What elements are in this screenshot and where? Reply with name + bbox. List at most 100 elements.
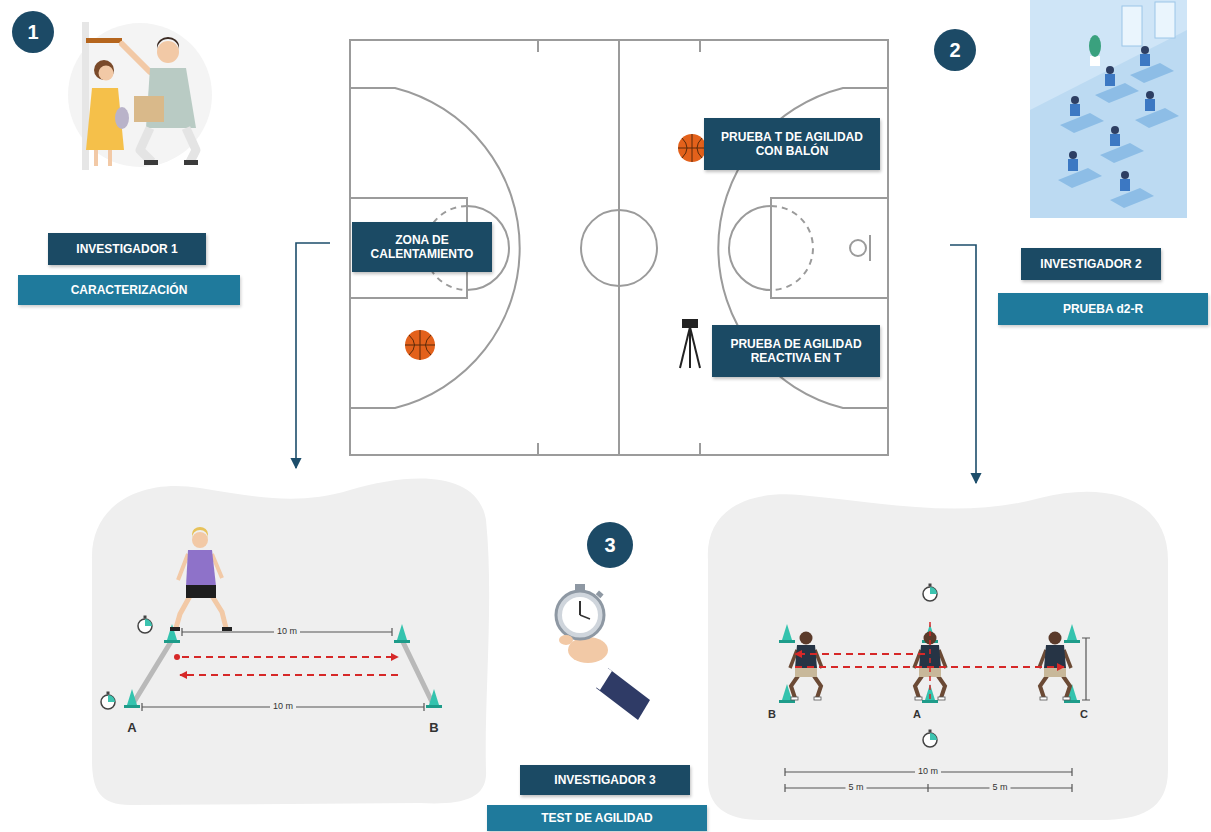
student-desk (1141, 46, 1149, 54)
student-desk (1106, 66, 1114, 74)
box-text: PRUEBA d2-R (1006, 302, 1200, 316)
dimension-label: 10 m (915, 767, 941, 777)
student-desk (1105, 74, 1115, 86)
tripod-camera (689, 327, 691, 368)
box-text: CARACTERIZACIÓN (26, 283, 232, 297)
zone-box: ZONA DE CALENTAMIENTO (352, 222, 492, 272)
reactive-t-test-panel (785, 768, 1072, 776)
height-measurement-illustration (94, 60, 114, 80)
stopwatch-illustration (556, 591, 604, 639)
basketball-court (850, 240, 866, 256)
basketball-court (350, 88, 520, 408)
classroom-illustration (1030, 30, 1187, 218)
student-desk (1069, 151, 1077, 159)
reactive-t-test-panel (1039, 632, 1071, 701)
role-box: INVESTIGADOR 1 (48, 233, 206, 265)
basketball (405, 330, 435, 360)
step-number: 2 (934, 29, 976, 71)
reactive-t-test-panel (790, 632, 822, 701)
height-measurement-illustration (68, 23, 212, 167)
height-measurement-illustration (68, 22, 212, 170)
box-text: PRUEBA T DE AGILIDAD CON BALÓN (712, 130, 872, 159)
basketball (405, 330, 435, 360)
box-text: TEST DE AGILIDAD (495, 811, 699, 825)
reactive-t-test-panel (708, 492, 1168, 820)
shuttle-test-panel (142, 628, 424, 711)
shuttle-test-panel (426, 689, 442, 708)
shuttle-test-panel (182, 656, 398, 658)
reactive-t-test-panel (795, 653, 925, 655)
athlete-figure (170, 527, 232, 631)
tripod-camera (690, 327, 700, 368)
student-desk (1145, 99, 1155, 111)
step-number: 3 (587, 522, 633, 568)
athlete-figure (192, 527, 208, 538)
athlete-figure (176, 596, 226, 628)
basketball (678, 134, 706, 162)
shuttle-test-panel (124, 689, 140, 708)
stopwatch-illustration (590, 664, 612, 690)
athlete-figure (192, 532, 208, 548)
shuttle-test-panel (92, 478, 489, 805)
height-measurement-illustration (184, 160, 198, 165)
student-desk (1058, 168, 1102, 188)
reactive-t-test-panel (1082, 638, 1090, 700)
student-desk (1140, 54, 1150, 66)
station-box: PRUEBA T DE AGILIDAD CON BALÓN (704, 118, 880, 170)
stopwatch-illustration (580, 615, 590, 619)
basketball-court (350, 40, 888, 455)
role-box: INVESTIGADOR 3 (520, 765, 690, 795)
tripod-camera (683, 320, 697, 327)
flow-arrow (950, 245, 976, 483)
basketball-court (771, 198, 888, 298)
student-desk (1121, 171, 1129, 179)
box-text: PRUEBA DE AGILIDAD REACTIVA EN T (720, 337, 872, 366)
basketball-court (537, 443, 539, 455)
classroom-illustration (1030, 0, 1187, 218)
reactive-t-test-panel (779, 624, 795, 643)
box-text: 3 (587, 533, 633, 557)
height-measurement-illustration (157, 37, 179, 50)
classroom-illustration (1155, 2, 1175, 38)
height-measurement-illustration (157, 41, 179, 63)
student-desk (1071, 96, 1079, 104)
point-label: B (768, 708, 776, 720)
dimension-label: 10 m (270, 702, 296, 712)
shuttle-test-panel (138, 616, 152, 634)
stopwatch-illustration (562, 597, 598, 633)
student-desk (1100, 143, 1144, 163)
box-text: 1 (12, 20, 54, 44)
basketball-court (581, 210, 657, 286)
reactive-t-test-panel (708, 492, 1168, 820)
box-text: ZONA DE CALENTAMIENTO (360, 233, 484, 262)
stopwatch-illustration (556, 584, 650, 720)
point-label: B (429, 721, 438, 735)
stopwatch-illustration (575, 584, 585, 590)
box-text: INVESTIGADOR 3 (528, 773, 682, 787)
reactive-t-test-panel (923, 730, 937, 748)
student-desk (1130, 63, 1174, 83)
basketball-court (699, 443, 701, 455)
reactive-t-test-panel (929, 622, 931, 700)
basketball-court (537, 40, 539, 52)
stopwatch-illustration (559, 635, 573, 645)
basketball (405, 330, 435, 360)
step-number: 1 (12, 11, 54, 53)
athlete-figure (186, 550, 216, 586)
basketball-court (618, 40, 620, 455)
reactive-t-test-panel (1064, 624, 1080, 643)
classroom-illustration (1030, 0, 1187, 218)
athlete-figure (222, 627, 232, 631)
height-measurement-illustration (140, 128, 196, 162)
task-box: CARACTERIZACIÓN (18, 275, 240, 305)
basketball (678, 134, 706, 162)
flow-arrow (296, 243, 976, 483)
student-desk (1058, 46, 1179, 208)
tripod-camera (680, 320, 700, 368)
student-desk (1120, 179, 1130, 191)
basketball-court (771, 206, 813, 290)
stopwatch-illustration (579, 601, 581, 615)
shuttle-test-panel (394, 624, 410, 643)
student-desk (1068, 159, 1078, 171)
